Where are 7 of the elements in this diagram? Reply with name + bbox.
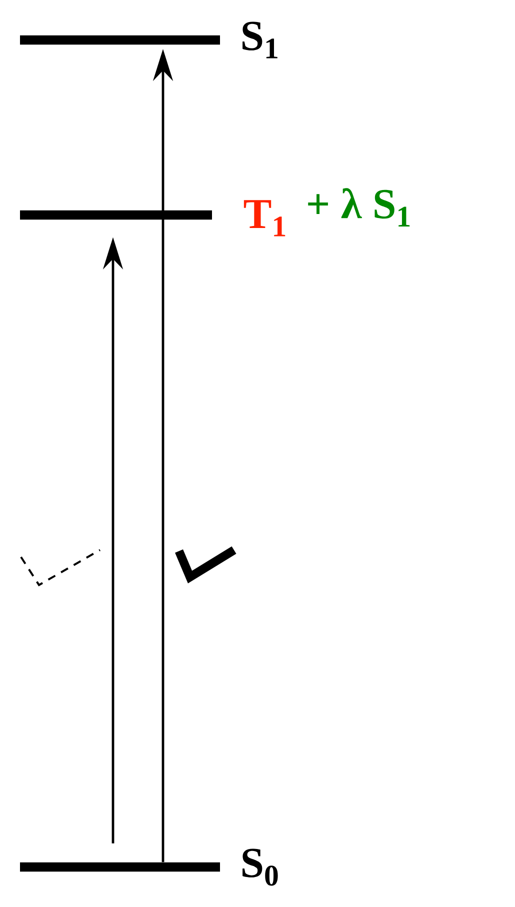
level-label: + λ S$_{1}$	[308, 188, 410, 226]
energy-level-bar	[20, 210, 212, 220]
level-label: T$_{1}$	[244, 200, 286, 236]
energy-level-bar	[20, 862, 220, 872]
level-label: S$_{1}$	[242, 22, 278, 58]
energy-level-bar	[20, 35, 220, 45]
level-label: S$_{0}$	[242, 848, 278, 886]
